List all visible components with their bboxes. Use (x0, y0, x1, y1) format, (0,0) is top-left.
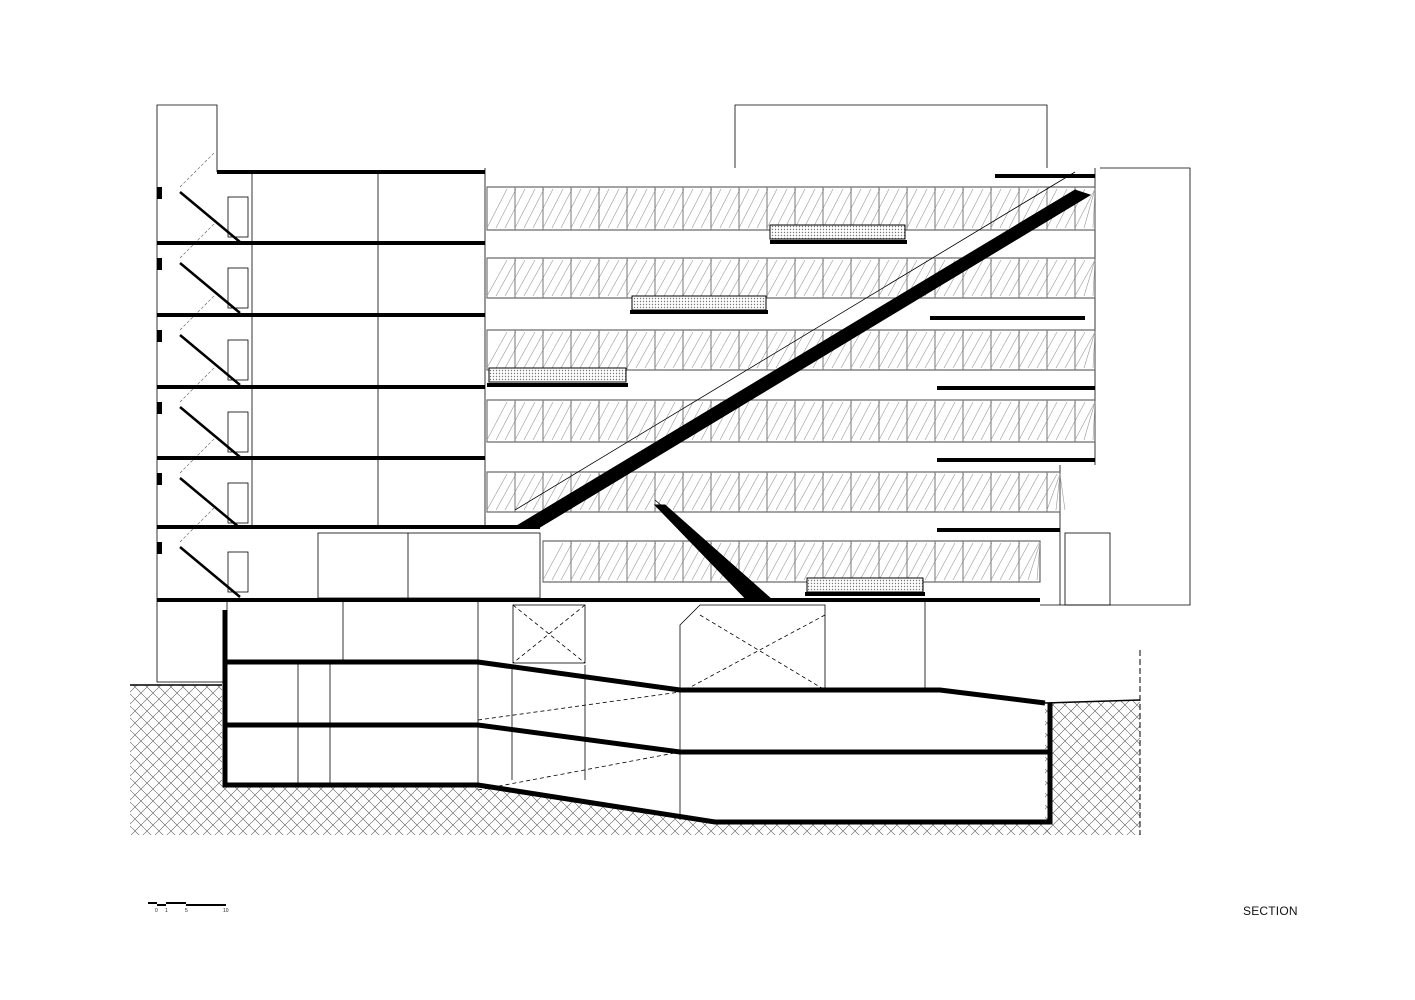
floor-slabs (157, 170, 1095, 825)
scale-bar: 0 1 5 10 (148, 902, 229, 914)
building-outlines (156, 104, 1191, 820)
scale-label-10: 10 (223, 908, 229, 914)
scale-label-1: 1 (165, 908, 168, 914)
left-stair-core (157, 151, 249, 598)
scale-label-5: 5 (185, 908, 188, 914)
drawing-title: SECTION (1243, 904, 1298, 918)
diagonal-staircase (513, 171, 1092, 599)
scale-label-0: 0 (155, 908, 158, 914)
